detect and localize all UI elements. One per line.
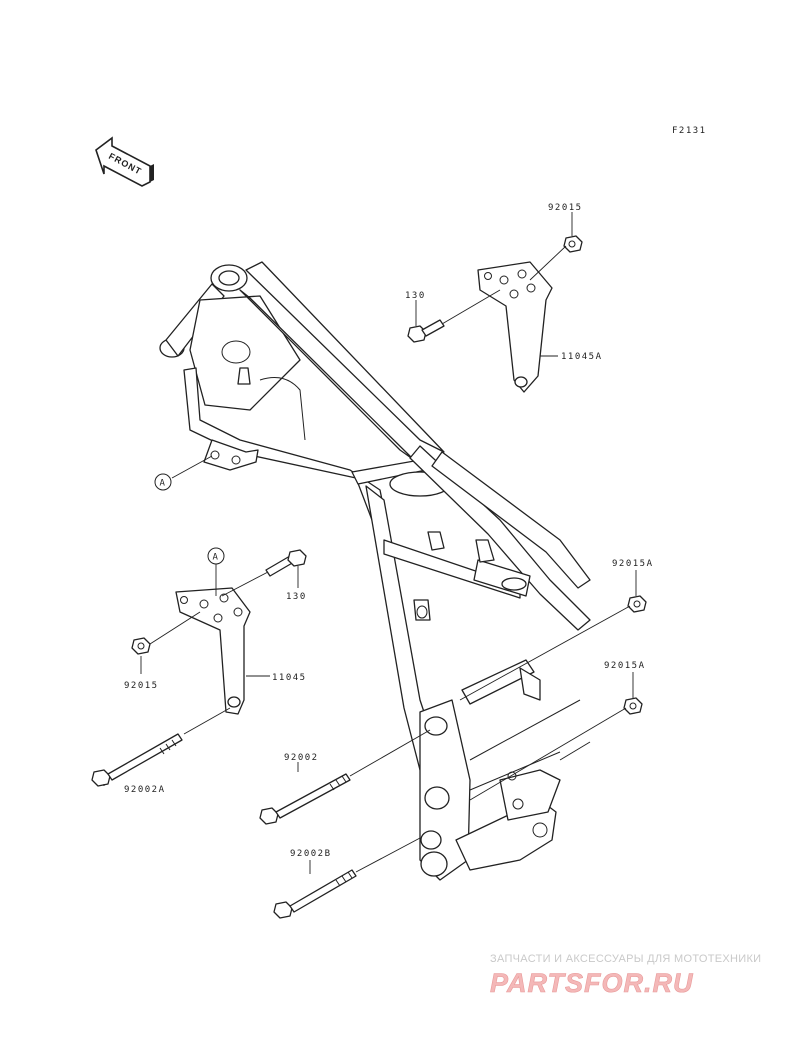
engine-bracket-11045 bbox=[175, 587, 251, 715]
bolt-92002B-icon bbox=[273, 869, 357, 919]
label-11045: 11045 bbox=[272, 673, 307, 683]
bolt-92002A-icon bbox=[91, 733, 183, 787]
bolt-130-top-icon bbox=[407, 319, 445, 343]
leader-lines bbox=[103, 212, 637, 874]
ref-marker-a-bracket: A bbox=[207, 547, 225, 565]
nut-92015A-upper-icon bbox=[627, 595, 647, 613]
motorcycle-frame bbox=[159, 261, 591, 881]
label-92002B: 92002B bbox=[290, 849, 332, 859]
label-130-top: 130 bbox=[405, 291, 426, 301]
svg-text:A: A bbox=[213, 553, 219, 563]
label-92015-top: 92015 bbox=[548, 203, 583, 213]
label-92002: 92002 bbox=[284, 753, 319, 763]
nut-92015-top-icon bbox=[563, 235, 583, 253]
nut-92015-left-icon bbox=[131, 637, 151, 655]
bolt-130-mid-icon bbox=[265, 549, 307, 577]
watermark-logo: PARTSFOR.RU bbox=[490, 968, 694, 998]
figure-code: F2131 bbox=[672, 126, 707, 136]
watermark-tagline: ЗАПЧАСТИ И АКСЕССУАРЫ ДЛЯ МОТОТЕХНИКИ bbox=[490, 953, 761, 965]
nut-92015A-lower-icon bbox=[623, 697, 643, 715]
bolt-92002-icon bbox=[259, 773, 351, 825]
ref-marker-a-frame: A bbox=[154, 473, 172, 491]
front-arrow-icon: FRONT bbox=[95, 136, 154, 187]
label-92015A-lower: 92015A bbox=[604, 661, 646, 671]
label-92015A-upper: 92015A bbox=[612, 559, 654, 569]
engine-bracket-11045A bbox=[477, 261, 553, 393]
label-11045A: 11045A bbox=[561, 352, 603, 362]
label-92015-left: 92015 bbox=[124, 681, 159, 691]
label-92002A: 92002A bbox=[124, 785, 166, 795]
svg-text:A: A bbox=[160, 479, 166, 489]
label-130-mid: 130 bbox=[286, 592, 307, 602]
